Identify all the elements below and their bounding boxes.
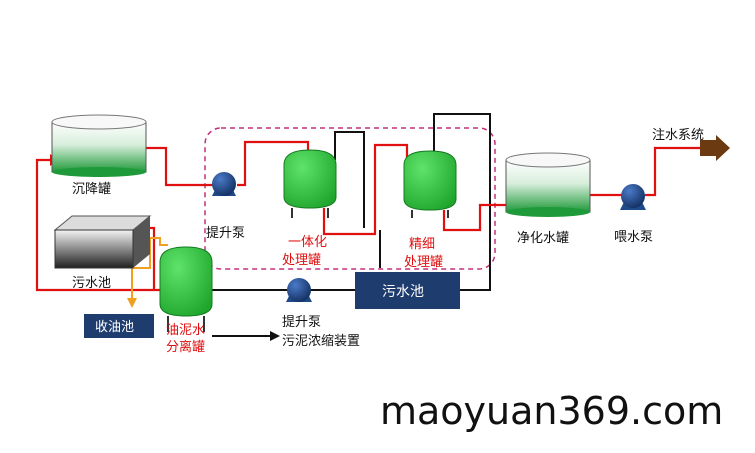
red-pipe-tank2-to-purified <box>442 203 510 232</box>
watermark-text: maoyuan369.com <box>380 389 723 433</box>
red-pipe-return-to-settling <box>35 158 160 292</box>
sewage-pool-left-label: 污水池 <box>72 276 111 291</box>
sludge-device-label: 污泥浓缩装置 <box>282 333 360 349</box>
oil-collection-pool <box>84 314 154 338</box>
orange-arrowhead <box>127 298 137 308</box>
fine-treatment-tank <box>403 150 457 218</box>
lift-pump-top <box>212 172 236 196</box>
black-pipe-tank2-overflow <box>433 113 491 291</box>
red-pipe-settling-to-pump <box>146 146 213 187</box>
integrated-tank-label-line2: 处理罐 <box>282 253 321 268</box>
separation-tank-label-line1: 油泥水 <box>166 323 205 338</box>
red-pipe-tank1-to-tank2 <box>322 143 409 236</box>
lift-pump-top-label: 提升泵 <box>206 225 245 241</box>
black-pipes <box>212 113 491 337</box>
black-pipe-tank1-overflow <box>334 131 365 228</box>
sewage-pool-left <box>53 215 152 269</box>
lift-pump-bottom-label: 提升泵 <box>282 314 321 330</box>
lift-pump-bottom <box>286 278 312 302</box>
sewage-pool-right-label: 污水池 <box>382 284 424 300</box>
feed-pump <box>620 184 646 210</box>
feed-pump-label: 喂水泵 <box>614 230 653 245</box>
separation-tank-label-line2: 分离罐 <box>166 339 205 355</box>
settling-tank <box>51 114 147 177</box>
oil-collection-pool-label: 收油池 <box>95 320 134 335</box>
red-pipe-feedpump-to-injection <box>645 146 702 197</box>
purified-water-tank <box>505 152 591 217</box>
integrated-tank-label-line1: 一体化 <box>288 235 327 250</box>
injection-arrow <box>700 135 730 161</box>
treatment-area-boundary <box>204 127 496 270</box>
settling-tank-label: 沉降罐 <box>72 182 111 197</box>
purified-tank-label: 净化水罐 <box>517 231 569 246</box>
fine-tank-label-line2: 处理罐 <box>404 255 443 270</box>
red-pipes <box>35 140 702 292</box>
sludge-arrowhead <box>270 331 280 341</box>
integrated-treatment-tank <box>283 149 337 218</box>
separation-tank <box>159 246 213 332</box>
injection-system-label: 注水系统 <box>652 128 704 143</box>
sewage-pool-right <box>355 272 460 309</box>
fine-tank-label-line1: 精细 <box>409 237 435 252</box>
red-pipe-pump-to-tank1 <box>237 140 310 187</box>
